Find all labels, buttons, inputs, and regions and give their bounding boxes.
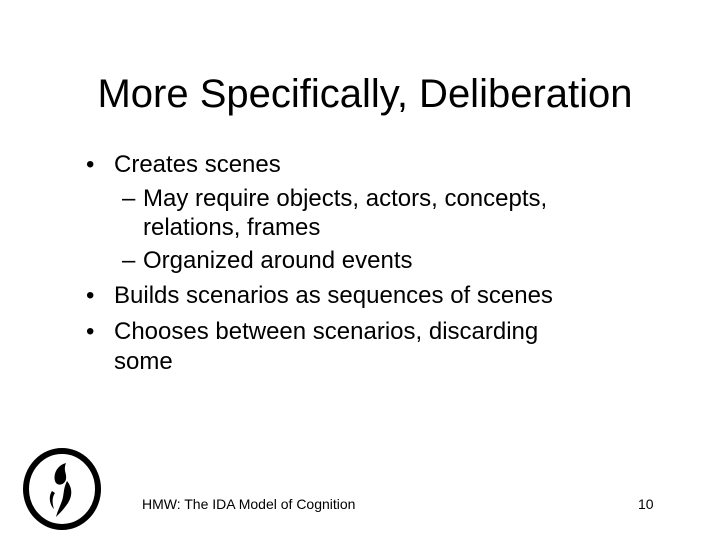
bullet-mark: • — [86, 282, 95, 309]
page-number: 10 — [638, 496, 654, 512]
bullet-mark: • — [86, 151, 95, 178]
bullet-line: some — [114, 348, 173, 375]
sub-bullet-item: – May require objects, actors, concepts,… — [86, 184, 686, 242]
bullet-item: • Creates scenes — [86, 150, 686, 180]
sub-bullet-line: May require objects, actors, concepts, — [143, 185, 548, 212]
bullet-mark: • — [86, 318, 95, 345]
bullet-line: Chooses between scenarios, discarding — [114, 318, 539, 345]
sub-bullet-mark: – — [122, 247, 136, 274]
bullet-item: • Chooses between scenarios, discarding … — [86, 317, 686, 377]
bullet-list: • Creates scenes – May require objects, … — [86, 150, 686, 377]
university-logo-icon — [23, 448, 101, 530]
sub-bullet-line: relations, frames — [143, 214, 321, 241]
footer-text: HMW: The IDA Model of Cognition — [142, 496, 356, 512]
sub-bullet-item: – Organized around events — [86, 246, 686, 275]
bullet-text: Creates scenes — [114, 151, 281, 178]
sub-bullet-line: Organized around events — [143, 247, 413, 274]
slide-title: More Specifically, Deliberation — [97, 72, 633, 116]
bullet-item: • Builds scenarios as sequences of scene… — [86, 281, 686, 311]
bullet-text: Builds scenarios as sequences of scenes — [114, 282, 553, 309]
sub-bullet-mark: – — [122, 185, 136, 212]
